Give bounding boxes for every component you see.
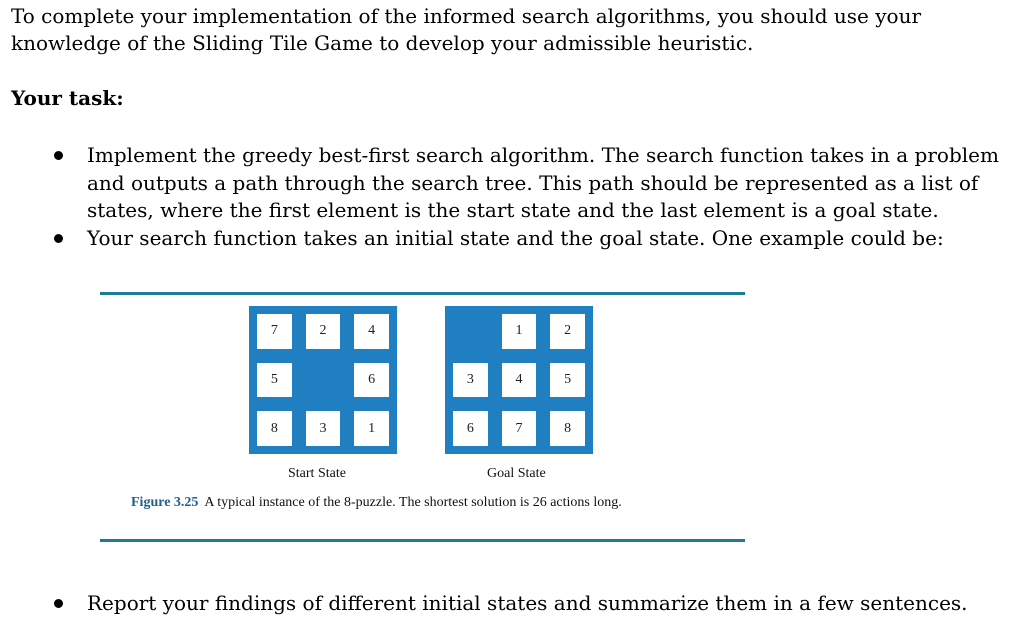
task-heading: Your task: xyxy=(11,86,124,110)
puzzle-tile: 2 xyxy=(305,314,341,349)
bullet-dot-icon xyxy=(54,151,63,160)
puzzle-tile: 4 xyxy=(354,314,389,349)
task-bullet-list: Implement the greedy best-first search a… xyxy=(0,142,1000,252)
intro-line-2: knowledge of the Sliding Tile Game to de… xyxy=(11,31,754,55)
blank-tile xyxy=(453,314,488,349)
start-state-label: Start State xyxy=(288,466,346,481)
puzzle-tile: 3 xyxy=(305,411,341,446)
puzzle-tile: 7 xyxy=(257,314,292,349)
puzzle-tile: 8 xyxy=(550,411,585,446)
bullet-item-search-function: Your search function takes an initial st… xyxy=(0,225,1000,253)
bullet-line: and outputs a path through the search tr… xyxy=(87,170,979,195)
bullet-line: Report your findings of different initia… xyxy=(87,591,968,615)
goal-state-grid: 1 2 3 4 5 6 7 8 xyxy=(445,306,593,454)
bullet-item-report: Report your findings of different initia… xyxy=(0,590,1000,618)
goal-state-label: Goal State xyxy=(487,466,546,481)
start-state-grid: 7 2 4 5 6 8 3 1 xyxy=(249,306,397,454)
puzzle-tile: 5 xyxy=(550,362,585,398)
figure-caption: Figure 3.25 A typical instance of the 8-p… xyxy=(131,495,622,511)
bullet-dot-icon xyxy=(54,599,63,608)
figure-bottom-rule xyxy=(100,539,745,542)
figure-top-rule xyxy=(100,292,745,295)
bullet-line: Implement the greedy best-first search a… xyxy=(87,143,999,167)
bullet-dot-icon xyxy=(54,233,63,243)
puzzle-tile: 6 xyxy=(453,411,488,446)
puzzle-tile: 5 xyxy=(257,362,292,398)
figure-caption-text: A typical instance of the 8-puzzle. The … xyxy=(204,495,622,510)
puzzle-tile: 3 xyxy=(453,362,488,398)
bullet-line: states, where the first element is the s… xyxy=(87,198,939,222)
blank-tile xyxy=(305,362,341,398)
final-bullet-list: Report your findings of different initia… xyxy=(0,590,1000,618)
puzzle-tile: 2 xyxy=(550,314,585,349)
puzzle-tile: 4 xyxy=(501,362,537,398)
bullet-item-greedy: Implement the greedy best-first search a… xyxy=(0,142,1000,225)
puzzle-tile: 6 xyxy=(354,362,389,398)
puzzle-tile: 1 xyxy=(501,314,537,349)
bullet-line: Your search function takes an initial st… xyxy=(87,225,944,250)
puzzle-tile: 7 xyxy=(501,411,537,446)
intro-line-1: To complete your implementation of the i… xyxy=(11,4,922,28)
puzzle-tile: 1 xyxy=(354,411,389,446)
intro-paragraph: To complete your implementation of the i… xyxy=(11,3,1011,57)
figure-caption-label: Figure 3.25 xyxy=(131,495,199,510)
puzzle-tile: 8 xyxy=(257,411,292,446)
